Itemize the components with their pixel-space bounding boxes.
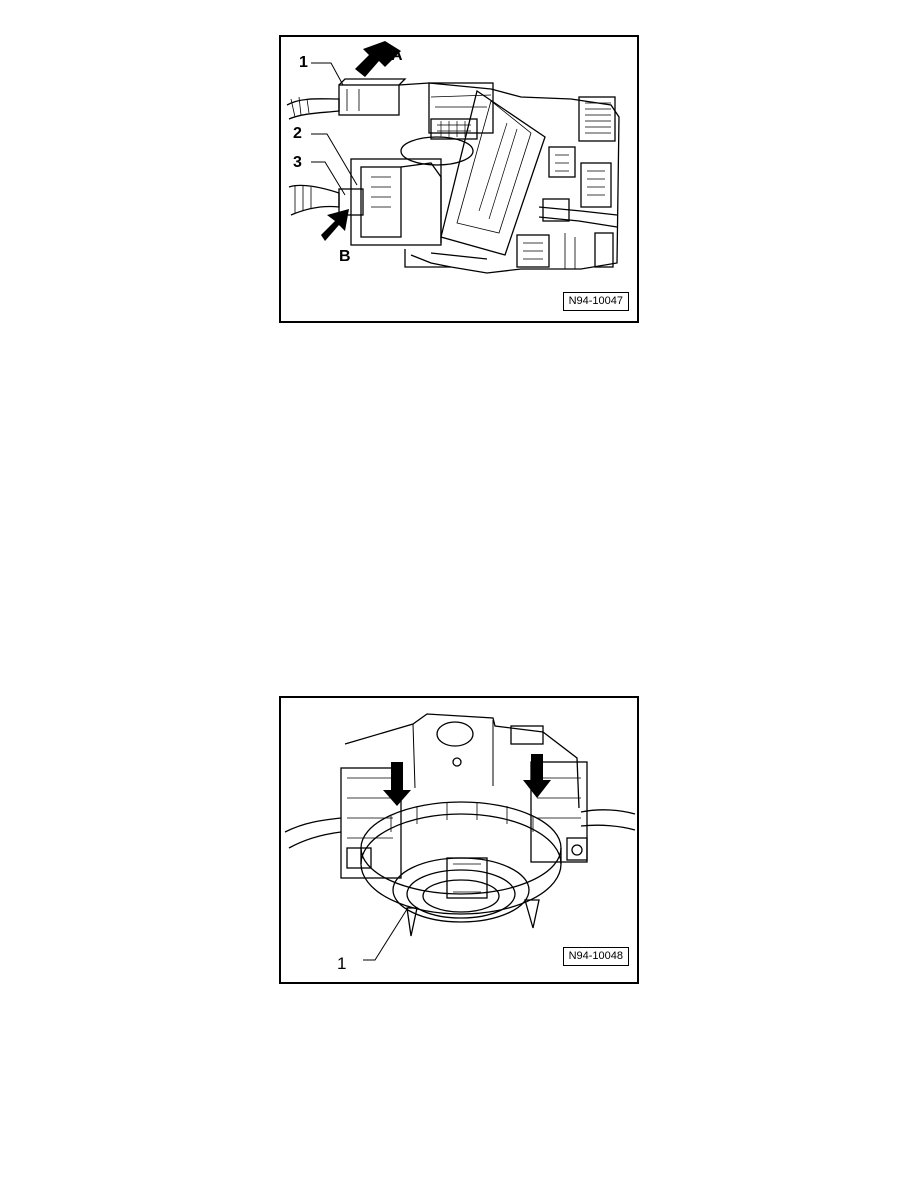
callout-1: 1	[337, 954, 347, 973]
callout-2: 2	[293, 125, 302, 142]
figure-id-label: N94-10048	[562, 947, 629, 966]
callout-b: B	[339, 248, 351, 265]
arrow-right	[523, 754, 551, 798]
clock-spring-illustration	[284, 713, 636, 961]
arrow-a	[355, 41, 401, 77]
figure-steering-column-switch-connectors: 1 2 3 A B N94-10047	[279, 35, 639, 323]
arrow-left	[383, 762, 411, 806]
figure-clock-spring: 1 N94-10048	[279, 696, 639, 984]
callout-a: A	[391, 47, 403, 64]
switch-assembly-illustration	[286, 41, 620, 274]
callout-3: 3	[293, 154, 302, 171]
figure-id-label: N94-10047	[562, 292, 629, 311]
callout-1: 1	[299, 54, 308, 71]
arrow-b	[321, 209, 349, 241]
